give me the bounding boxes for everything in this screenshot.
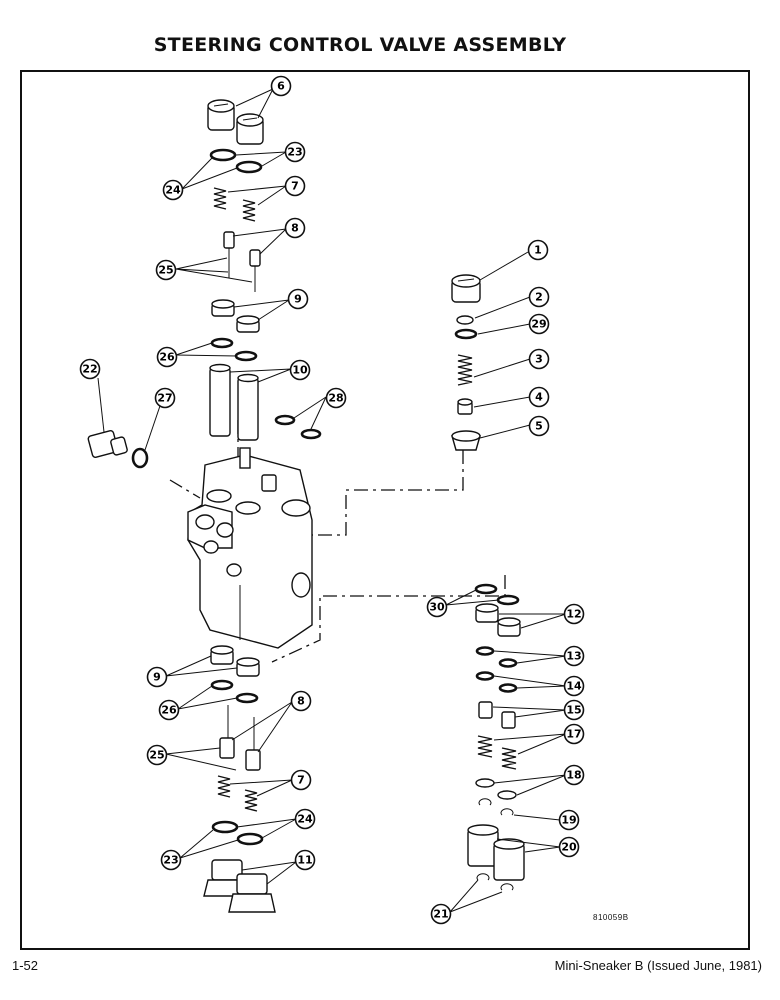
svg-text:28: 28 <box>328 392 343 405</box>
callout-26-lower: 26 <box>158 699 180 721</box>
callout-25-upper: 25 <box>155 259 177 281</box>
callout-4: 4 <box>528 386 550 408</box>
svg-text:4: 4 <box>535 391 543 404</box>
o-rings-28 <box>274 414 322 440</box>
svg-text:29: 29 <box>531 318 546 331</box>
callout-17: 17 <box>563 723 585 745</box>
spools-10 <box>209 363 259 441</box>
svg-text:17: 17 <box>566 728 581 741</box>
svg-text:5: 5 <box>535 420 543 433</box>
callout-13: 13 <box>563 645 585 667</box>
callout-8-lower: 8 <box>290 690 312 712</box>
svg-text:25: 25 <box>158 264 173 277</box>
svg-text:25: 25 <box>149 749 164 762</box>
callout-30: 30 <box>426 596 448 618</box>
callout-23-upper: 23 <box>284 141 306 163</box>
callout-7-lower: 7 <box>290 769 312 791</box>
callout-15: 15 <box>563 699 585 721</box>
svg-text:3: 3 <box>535 353 543 366</box>
svg-text:30: 30 <box>429 601 445 614</box>
svg-text:1: 1 <box>534 244 542 257</box>
callout-24-lower: 24 <box>294 808 316 830</box>
svg-text:23: 23 <box>163 854 178 867</box>
svg-text:7: 7 <box>291 180 299 193</box>
svg-text:22: 22 <box>82 363 97 376</box>
svg-text:18: 18 <box>566 769 581 782</box>
callout-21: 21 <box>430 903 452 925</box>
valve-body <box>187 447 313 649</box>
callout-9-lower: 9 <box>146 666 168 688</box>
seal-rings-23-24-lower <box>211 820 264 846</box>
callout-9-upper: 9 <box>287 288 309 310</box>
svg-text:20: 20 <box>561 841 577 854</box>
callout-23-lower: 23 <box>160 849 182 871</box>
callout-26-upper: 26 <box>156 346 178 368</box>
seats-9-upper <box>211 299 260 333</box>
diagram-frame <box>20 70 750 950</box>
seats-9-lower <box>210 645 260 677</box>
relief-valve-parts <box>451 274 481 451</box>
callout-5: 5 <box>528 415 550 437</box>
springs-7-upper <box>213 187 256 222</box>
callout-27: 27 <box>154 387 176 409</box>
svg-text:9: 9 <box>153 671 161 684</box>
svg-text:26: 26 <box>161 704 177 717</box>
svg-text:27: 27 <box>157 392 172 405</box>
callout-18: 18 <box>563 764 585 786</box>
right-lower-stack <box>467 583 525 891</box>
svg-text:7: 7 <box>297 774 305 787</box>
callout-12: 12 <box>563 603 585 625</box>
svg-text:15: 15 <box>566 704 581 717</box>
plug-6-pair <box>207 99 264 145</box>
callout-11: 11 <box>294 849 316 871</box>
poppets-8-upper <box>223 231 261 292</box>
svg-text:21: 21 <box>433 908 448 921</box>
svg-text:6: 6 <box>277 80 285 93</box>
callout-2: 2 <box>528 286 550 308</box>
drawing-number: 810059B <box>593 913 629 922</box>
leader-lines <box>97 88 567 913</box>
svg-text:8: 8 <box>297 695 305 708</box>
callout-22: 22 <box>79 358 101 380</box>
springs-7-lower <box>217 775 258 812</box>
callout-28: 28 <box>325 387 347 409</box>
callout-29: 29 <box>528 313 550 335</box>
callout-8-upper: 8 <box>284 217 306 239</box>
callout-20: 20 <box>558 836 580 858</box>
callout-7-upper: 7 <box>284 175 306 197</box>
svg-text:11: 11 <box>297 854 312 867</box>
svg-text:14: 14 <box>566 680 582 693</box>
svg-text:2: 2 <box>535 291 543 304</box>
callout-19: 19 <box>558 809 580 831</box>
callout-1: 1 <box>527 239 549 261</box>
callout-6: 6 <box>270 75 292 97</box>
callout-24-upper: 24 <box>162 179 184 201</box>
plugs-11 <box>203 859 276 913</box>
plug-22-and-ring-27 <box>87 429 149 469</box>
callout-25-lower: 25 <box>146 744 168 766</box>
svg-text:19: 19 <box>561 814 576 827</box>
o-rings-26-upper <box>210 337 258 362</box>
svg-text:9: 9 <box>294 293 302 306</box>
poppets-8-lower <box>219 705 261 771</box>
svg-text:8: 8 <box>291 222 299 235</box>
svg-text:24: 24 <box>165 184 181 197</box>
footer-text: Mini-Sneaker B (Issued June, 1981) <box>554 958 762 973</box>
svg-text:24: 24 <box>297 813 313 826</box>
svg-text:26: 26 <box>159 351 175 364</box>
page-number: 1-52 <box>12 958 39 973</box>
callout-10: 10 <box>289 359 311 381</box>
page-title: STEERING CONTROL VALVE ASSEMBLY <box>153 34 567 56</box>
callout-3: 3 <box>528 348 550 370</box>
svg-text:10: 10 <box>292 364 308 377</box>
callout-14: 14 <box>563 675 585 697</box>
svg-text:23: 23 <box>287 146 302 159</box>
seal-rings-24-23 <box>209 148 263 174</box>
svg-text:13: 13 <box>566 650 581 663</box>
svg-text:12: 12 <box>566 608 581 621</box>
